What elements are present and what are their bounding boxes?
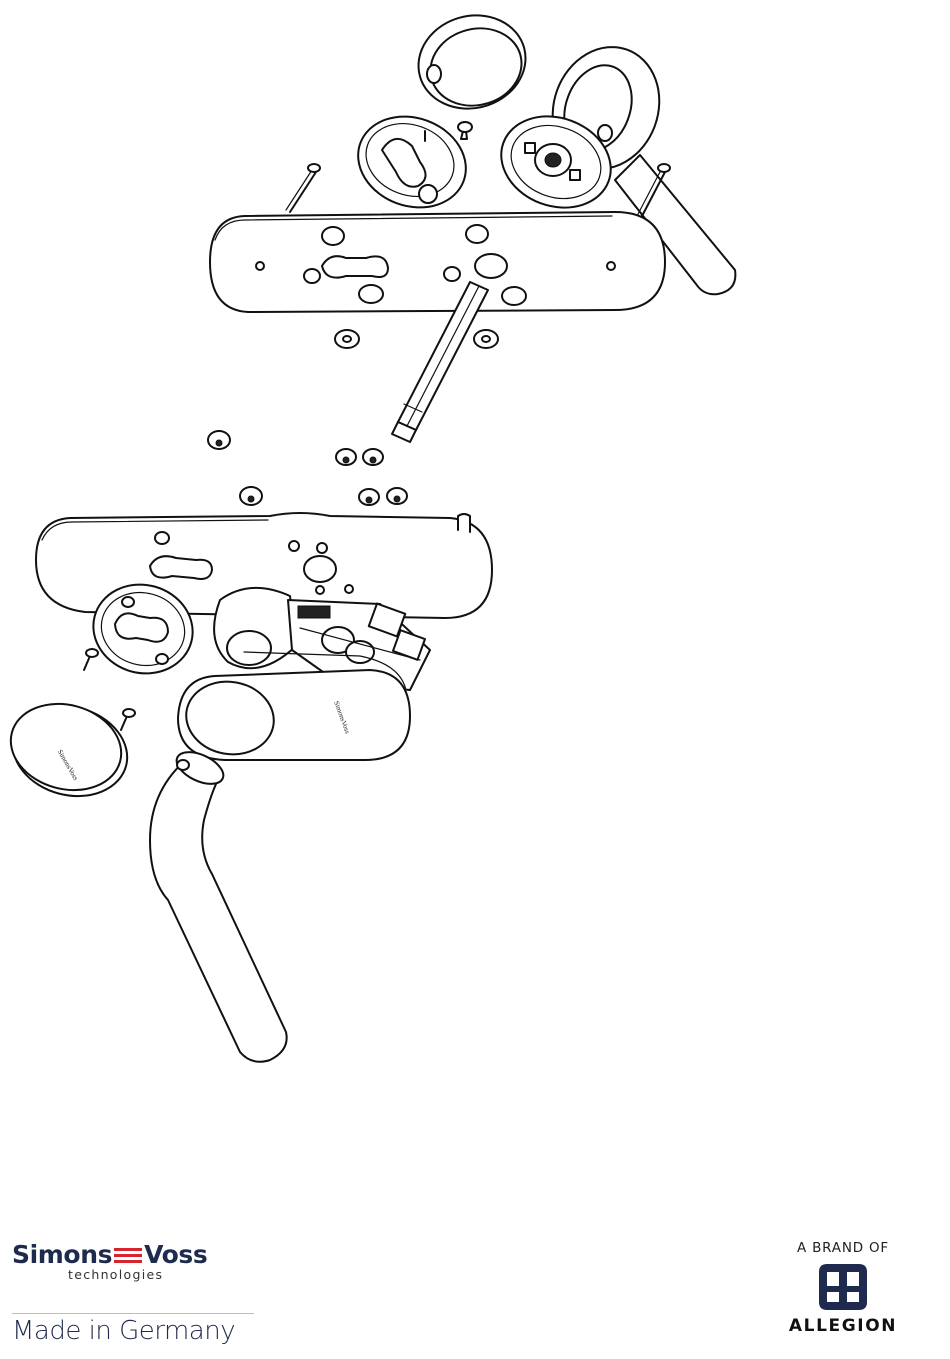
made-in-germany: Made in Germany	[12, 1316, 235, 1346]
exploded-view-drawing: SimonsVoss SimonsVoss	[0, 0, 950, 1120]
upper-inner-rose	[345, 102, 478, 222]
allegion-name: ALLEGION	[778, 1316, 908, 1336]
through-bolt-left	[286, 164, 320, 212]
footer-divider	[12, 1313, 254, 1314]
upper-backplate	[210, 212, 665, 312]
allegion-mark-icon	[817, 1262, 869, 1312]
simons-text: Simons	[12, 1240, 112, 1270]
a-brand-of-label: A BRAND OF	[778, 1240, 908, 1256]
simonsvoss-logo: Simons Voss technologies	[12, 1240, 262, 1282]
lower-round-cap: SimonsVoss	[1, 692, 137, 809]
voss-text: Voss	[144, 1240, 207, 1270]
allegion-brand-block: A BRAND OF ALLEGION	[778, 1240, 908, 1336]
upper-cover-ring	[408, 4, 536, 121]
lower-lever	[150, 746, 287, 1062]
simonsvoss-logo-icon	[114, 1246, 142, 1264]
simonsvoss-wordmark: Simons Voss	[12, 1240, 262, 1270]
